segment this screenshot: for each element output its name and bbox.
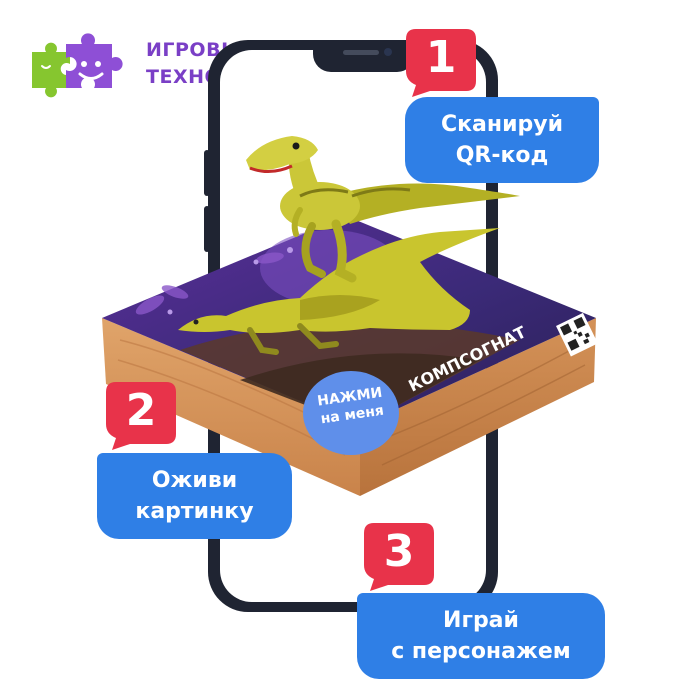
- step-3-label: Играй с персонажем: [357, 593, 605, 679]
- step-3-line-2: с персонажем: [391, 639, 571, 664]
- box-side-right: [360, 318, 596, 496]
- phone-notch: [313, 40, 415, 72]
- step-1-badge: [406, 29, 476, 97]
- step-3-line-1: Играй: [443, 608, 519, 633]
- camera-icon: [384, 48, 392, 56]
- step-1-line-1: Сканируй: [440, 112, 564, 137]
- puzzle-logo-icon: [32, 33, 123, 98]
- step-3-badge: [364, 523, 434, 591]
- phone-side-button: [204, 206, 210, 252]
- step-2-line-2: картинку: [135, 499, 254, 524]
- dinosaur-illustration: [178, 228, 500, 355]
- qr-code-icon: [556, 312, 598, 357]
- step-1-label: Сканируй QR-код: [405, 97, 599, 183]
- step-2-number: 2: [125, 385, 157, 436]
- step-2-line-1: Оживи: [151, 468, 238, 493]
- step-2-badge: [106, 382, 176, 450]
- step-2-label: Оживи картинку: [97, 453, 292, 539]
- box-side-left: [102, 318, 360, 496]
- phone-side-button: [204, 150, 210, 196]
- step-1-line-2: QR-код: [455, 143, 549, 168]
- step-1-number: 1: [425, 32, 457, 83]
- press-me-button-bg: [303, 371, 399, 455]
- phone-speaker: [343, 50, 379, 55]
- step-3-number: 3: [383, 526, 415, 577]
- dinosaur-ar-illustration: [246, 136, 520, 283]
